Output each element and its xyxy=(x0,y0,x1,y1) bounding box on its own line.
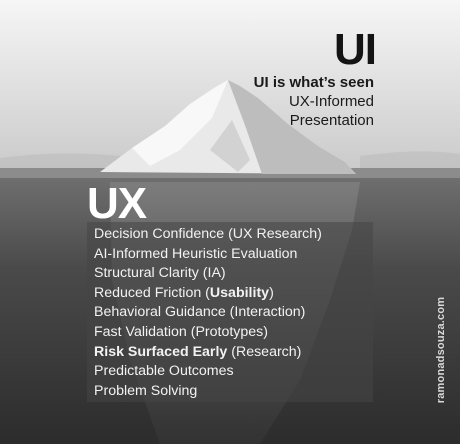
ux-list-item: Fast Validation (Prototypes) xyxy=(94,323,322,343)
ux-list-item-text: Reduced Friction ( xyxy=(94,284,210,301)
ux-list-item-bold-text: Usability xyxy=(209,284,270,301)
ux-list-item: Structural Clarity (IA) xyxy=(94,264,322,284)
ux-list-item-text: Fast Validation (Prototypes) xyxy=(94,323,269,340)
ux-list: Decision Confidence (UX Research) AI-Info… xyxy=(94,225,322,401)
ux-list-item-bold-text: Risk Surfaced Early xyxy=(94,343,228,360)
ux-list-item-text: AI-Informed Heuristic Evaluation xyxy=(94,245,298,262)
distant-ice-right xyxy=(360,151,460,168)
distant-ice-left xyxy=(0,153,120,168)
ux-list-item-text: Predictable Outcomes xyxy=(94,363,234,380)
ui-subtitle-line: UX-Informed xyxy=(288,93,374,110)
iceberg-light-face xyxy=(132,80,228,166)
ux-list-item-text: (Research) xyxy=(227,343,302,360)
iceberg-shadow-face xyxy=(228,80,356,174)
ui-subtitle-line: Presentation xyxy=(289,112,374,129)
watermark: ramonadsouza.com xyxy=(435,296,447,404)
ux-list-item-text: Behavioral Guidance (Interaction) xyxy=(94,304,306,321)
ui-subtitle: UI is what’s seen UX-Informed Presentati… xyxy=(254,73,374,130)
ui-subtitle-line: UI is what’s seen xyxy=(253,74,374,91)
ux-list-item: AI-Informed Heuristic Evaluation xyxy=(94,245,322,265)
ux-heading: UX xyxy=(87,179,147,228)
ux-list-item: Risk Surfaced Early (Research) xyxy=(94,343,322,363)
ux-list-item-text: Structural Clarity (IA) xyxy=(94,265,226,282)
ux-list-item: Problem Solving xyxy=(94,382,322,402)
iceberg-detail xyxy=(210,120,250,172)
ux-list-item: Reduced Friction (Usability) xyxy=(94,284,322,304)
ui-heading: UI xyxy=(334,25,377,74)
ux-list-item-text: ) xyxy=(269,284,274,301)
ux-list-panel xyxy=(87,222,373,402)
ux-list-item: Behavioral Guidance (Interaction) xyxy=(94,303,322,323)
ux-list-item: Decision Confidence (UX Research) xyxy=(94,225,322,245)
ux-list-item-text: Problem Solving xyxy=(94,382,198,399)
ux-list-item-text: Decision Confidence (UX Research) xyxy=(94,226,322,242)
ux-list-item: Predictable Outcomes xyxy=(94,362,322,382)
